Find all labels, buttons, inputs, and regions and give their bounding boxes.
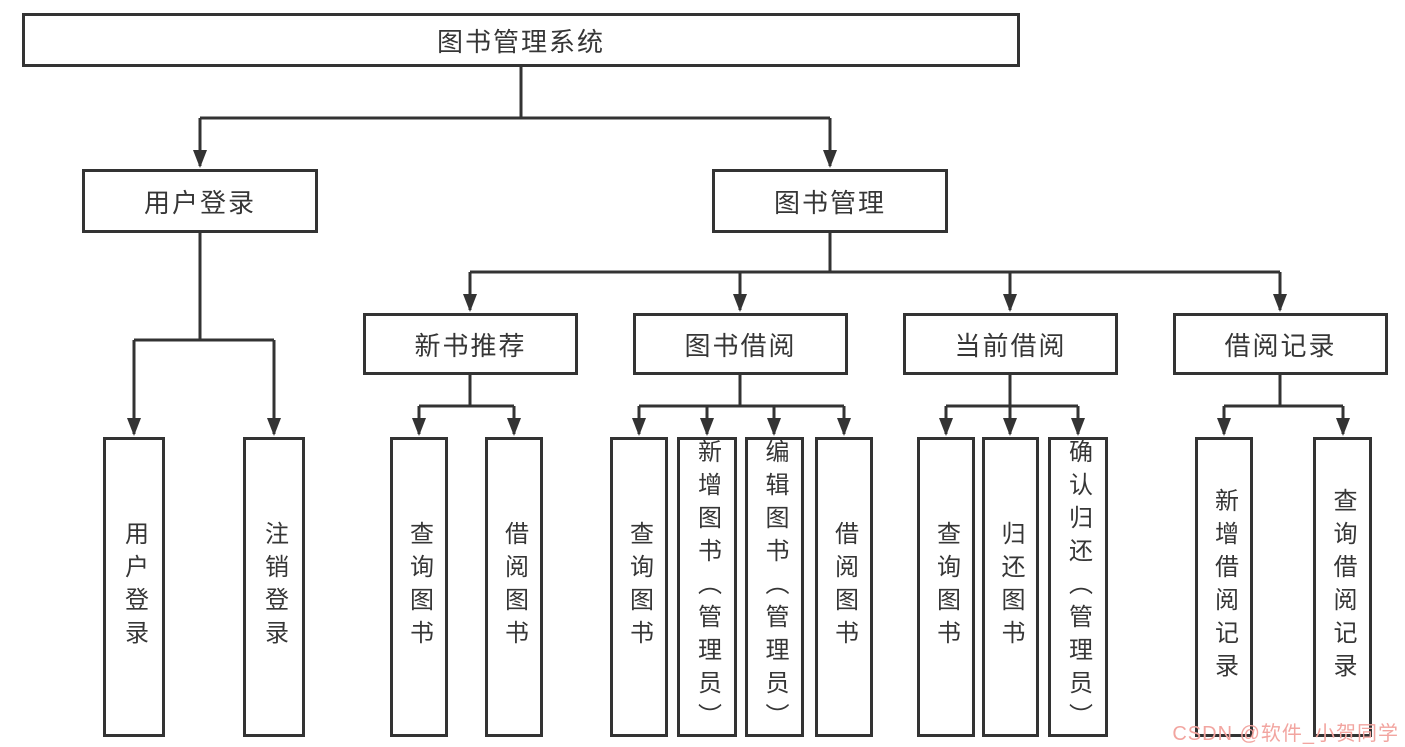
leaf-query-book-1: 查询图书 [390, 437, 448, 737]
leaf-label: 借阅图书 [830, 521, 858, 653]
leaf-add-book-admin: 新增图书（管理员） [677, 437, 737, 737]
leaf-user-login: 用户登录 [103, 437, 165, 737]
leaf-confirm-return-admin: 确认归还（管理员） [1048, 437, 1108, 737]
leaf-label: 注销登录 [260, 521, 288, 653]
node-user-login: 用户登录 [82, 169, 318, 233]
leaf-label: 用户登录 [120, 521, 148, 653]
leaf-label: 确认归还（管理员） [1064, 438, 1092, 736]
leaf-label: 查询借阅记录 [1329, 488, 1356, 686]
node-new-book-recommend: 新书推荐 [363, 313, 578, 375]
leaf-query-borrow-record: 查询借阅记录 [1313, 437, 1372, 737]
node-current-borrow: 当前借阅 [903, 313, 1118, 375]
leaf-label: 借阅图书 [500, 521, 528, 653]
leaf-query-book-2: 查询图书 [610, 437, 668, 737]
node-book-management: 图书管理 [712, 169, 948, 233]
leaf-borrow-book-1: 借阅图书 [485, 437, 543, 737]
leaf-label: 新增图书（管理员） [693, 438, 721, 736]
node-root-system: 图书管理系统 [22, 13, 1020, 67]
node-borrow-record: 借阅记录 [1173, 313, 1388, 375]
leaf-logout: 注销登录 [243, 437, 305, 737]
leaf-borrow-book-2: 借阅图书 [815, 437, 873, 737]
leaf-label: 归还图书 [997, 521, 1024, 653]
leaf-return-book: 归还图书 [982, 437, 1039, 737]
leaf-label: 查询图书 [405, 521, 433, 653]
leaf-label: 查询图书 [932, 521, 960, 653]
leaf-label: 编辑图书（管理员） [761, 438, 788, 736]
leaf-add-borrow-record: 新增借阅记录 [1195, 437, 1253, 737]
leaf-query-book-3: 查询图书 [917, 437, 975, 737]
leaf-label: 查询图书 [625, 521, 653, 653]
leaf-edit-book-admin: 编辑图书（管理员） [745, 437, 804, 737]
leaf-label: 新增借阅记录 [1210, 488, 1238, 686]
node-book-borrow: 图书借阅 [633, 313, 848, 375]
csdn-watermark: CSDN @软件_小贺同学 [1172, 723, 1399, 745]
